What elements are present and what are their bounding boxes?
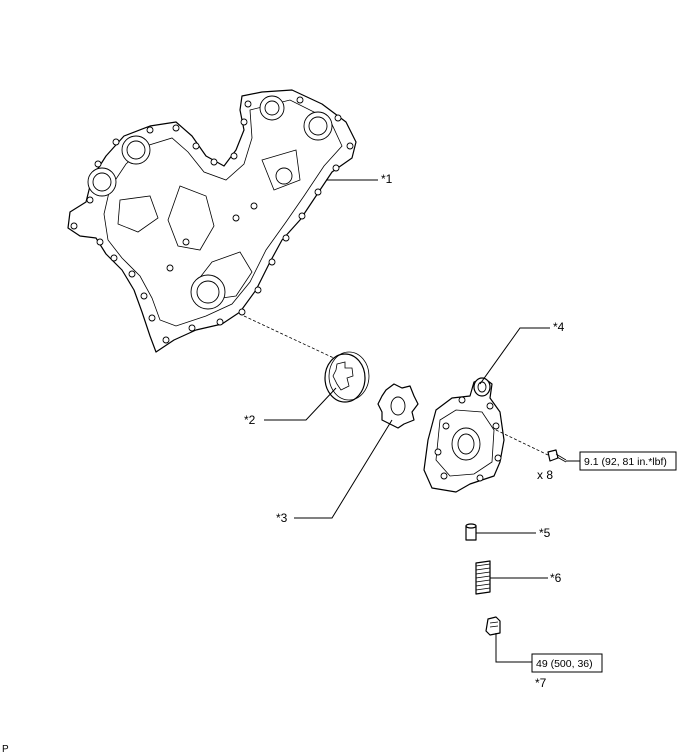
- callout-4: *4: [553, 320, 565, 334]
- callout-5: *5: [539, 526, 551, 540]
- bolt-quantity: x 8: [537, 468, 553, 482]
- driven-rotor: [324, 351, 370, 403]
- torque-spec-bolt-text: 9.1 (92, 81 in.*lbf): [584, 456, 667, 468]
- relief-valve-spring: [475, 560, 491, 595]
- leader-line-3: [294, 419, 393, 519]
- callout-1: *1: [381, 172, 393, 186]
- torque-spec-plug-text: 49 (500, 36): [536, 658, 593, 670]
- torque-spec-bolt: 9.1 (92, 81 in.*lbf): [579, 451, 677, 471]
- leader-line-2: [264, 387, 337, 421]
- callout-2: *2: [244, 413, 256, 427]
- callout-3: *3: [276, 511, 288, 525]
- relief-valve-plug: [485, 616, 501, 636]
- leader-line-7: [495, 633, 532, 663]
- pump-bolt: [547, 449, 567, 463]
- callout-6: *6: [550, 571, 562, 585]
- relief-valve: [465, 523, 477, 541]
- oil-pump-body: [423, 377, 505, 493]
- callout-7: *7: [535, 676, 547, 690]
- leader-line-4: [479, 327, 550, 385]
- alignment-line-cover: [243, 315, 339, 361]
- torque-spec-plug: 49 (500, 36): [531, 653, 603, 673]
- drive-rotor: [377, 383, 419, 429]
- timing-chain-cover: [67, 89, 357, 353]
- corner-label: P: [2, 744, 9, 755]
